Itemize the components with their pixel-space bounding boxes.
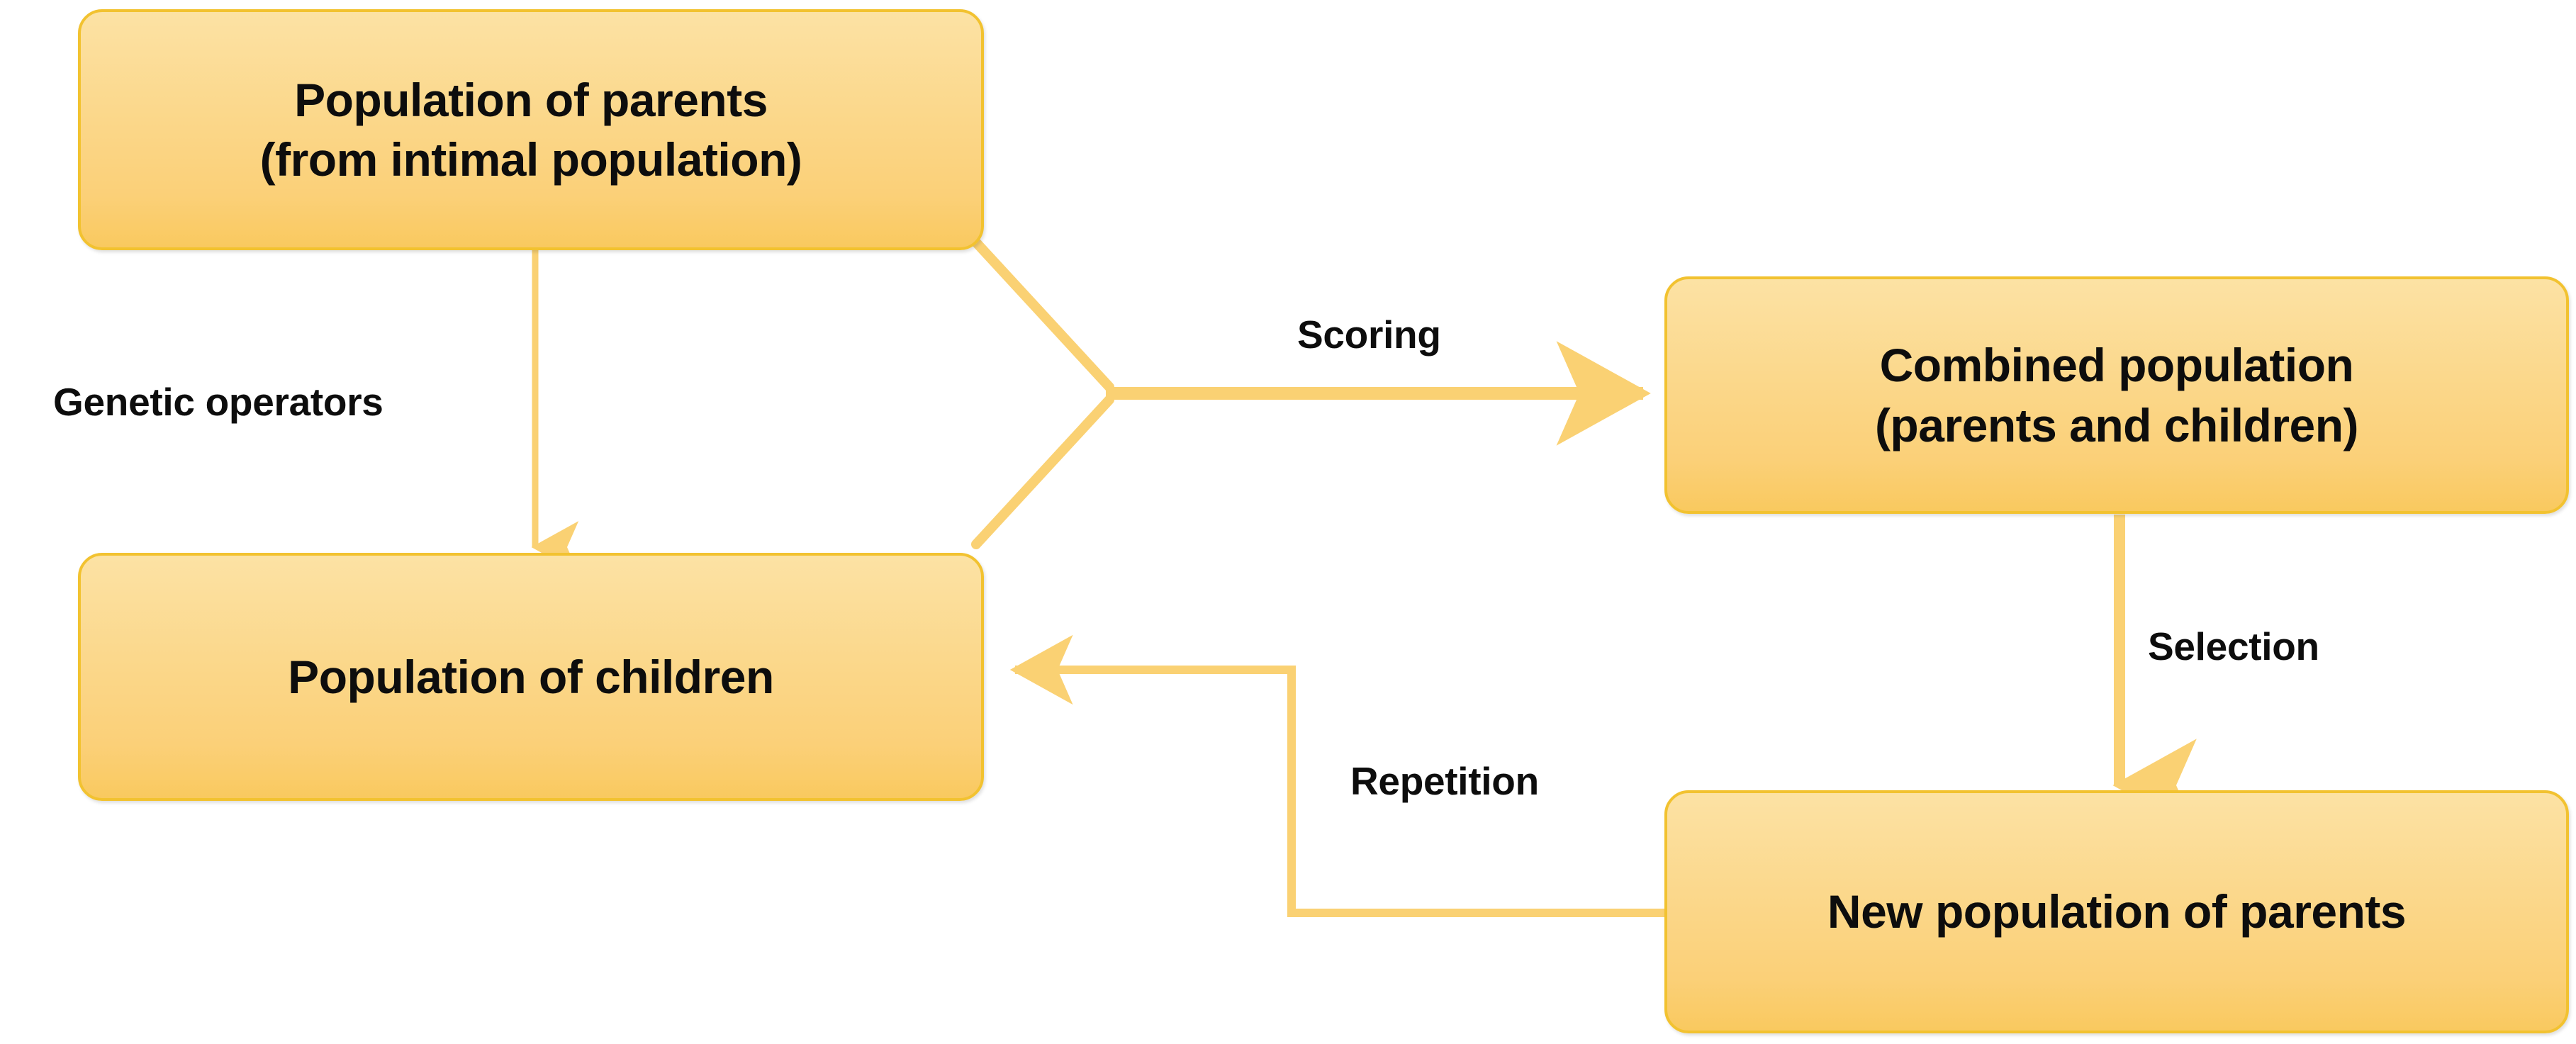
node-label-population-of-children: Population of children	[288, 650, 774, 703]
edge-label-repetition: Repetition	[1350, 759, 1539, 803]
edge-label-genetic-operators: Genetic operators	[53, 380, 383, 424]
node-population-of-parents[interactable]: Population of parents (from intimal popu…	[78, 9, 984, 250]
edge-label-scoring: Scoring	[1297, 313, 1441, 357]
node-population-of-children[interactable]: Population of children	[78, 553, 984, 801]
node-label-new-population-of-parents: New population of parents	[1827, 885, 2407, 938]
node-label-combined-population: Combined population (parents and childre…	[1874, 339, 2359, 451]
edge-label-selection: Selection	[2148, 624, 2319, 668]
node-combined-population[interactable]: Combined population (parents and childre…	[1664, 276, 2569, 514]
edge-merge-fork	[971, 237, 1114, 549]
node-label-population-of-parents: Population of parents (from intimal popu…	[259, 73, 802, 186]
edge-repetition	[1009, 634, 1664, 917]
node-new-population-of-parents[interactable]: New population of parents	[1664, 790, 2569, 1033]
